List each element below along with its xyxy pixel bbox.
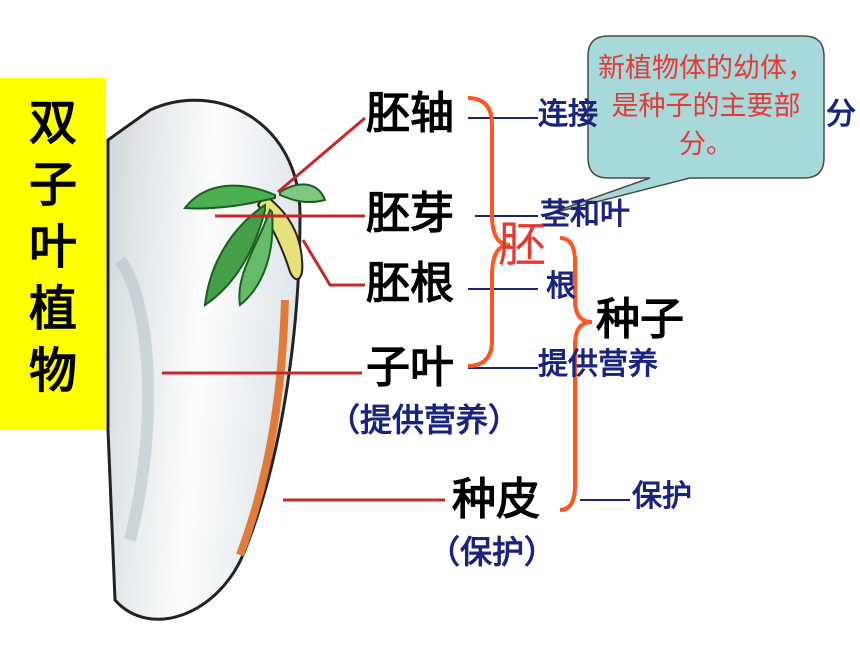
func-hypocotyl-tail: 分 bbox=[826, 97, 856, 132]
func-cotyledon: 提供营养 bbox=[538, 347, 658, 382]
callout-text: 新植物体的幼体，是种子的主要部分。 bbox=[598, 53, 814, 160]
function-lines bbox=[468, 117, 630, 501]
callout-bubble bbox=[544, 35, 825, 216]
label-seed-coat: 种皮 bbox=[452, 474, 540, 525]
label-hypocotyl: 胚轴 bbox=[366, 88, 454, 139]
note-seed-coat: （保护） bbox=[428, 533, 557, 571]
title-char: 物 bbox=[28, 343, 77, 399]
func-hypocotyl: 连接 bbox=[538, 97, 598, 132]
title-char: 子 bbox=[28, 157, 77, 213]
leader-hypocotyl bbox=[277, 116, 366, 194]
side-title: 双 子 叶 植 物 bbox=[0, 78, 106, 430]
plumule-leaf-2 bbox=[203, 203, 266, 308]
label-cotyledon: 子叶 bbox=[366, 342, 454, 393]
group-seed: 种子 bbox=[596, 294, 684, 345]
plumule-leaf-3 bbox=[238, 208, 274, 307]
leader-lines bbox=[162, 116, 445, 502]
leader-radicle bbox=[301, 239, 365, 287]
func-radicle: 根 bbox=[546, 269, 576, 304]
title-char: 植 bbox=[28, 281, 77, 337]
title-char: 双 bbox=[28, 95, 77, 151]
plumule-leaf-4 bbox=[279, 183, 327, 204]
seed-shadow bbox=[115, 256, 155, 542]
embryo-brace bbox=[467, 96, 511, 368]
label-radicle: 胚根 bbox=[366, 258, 454, 309]
func-plumule: 茎和叶 bbox=[540, 197, 630, 232]
title-char: 叶 bbox=[28, 219, 77, 275]
func-seed-coat: 保护 bbox=[632, 479, 692, 514]
note-cotyledon: （提供营养） bbox=[328, 401, 521, 439]
seed-brace bbox=[559, 236, 593, 512]
label-plumule: 胚芽 bbox=[366, 188, 454, 239]
seed-coat-edge bbox=[236, 299, 289, 557]
group-embryo: 胚 bbox=[498, 217, 547, 273]
seed-coat-shape bbox=[106, 98, 302, 621]
plumule-leaf-1 bbox=[183, 184, 276, 210]
